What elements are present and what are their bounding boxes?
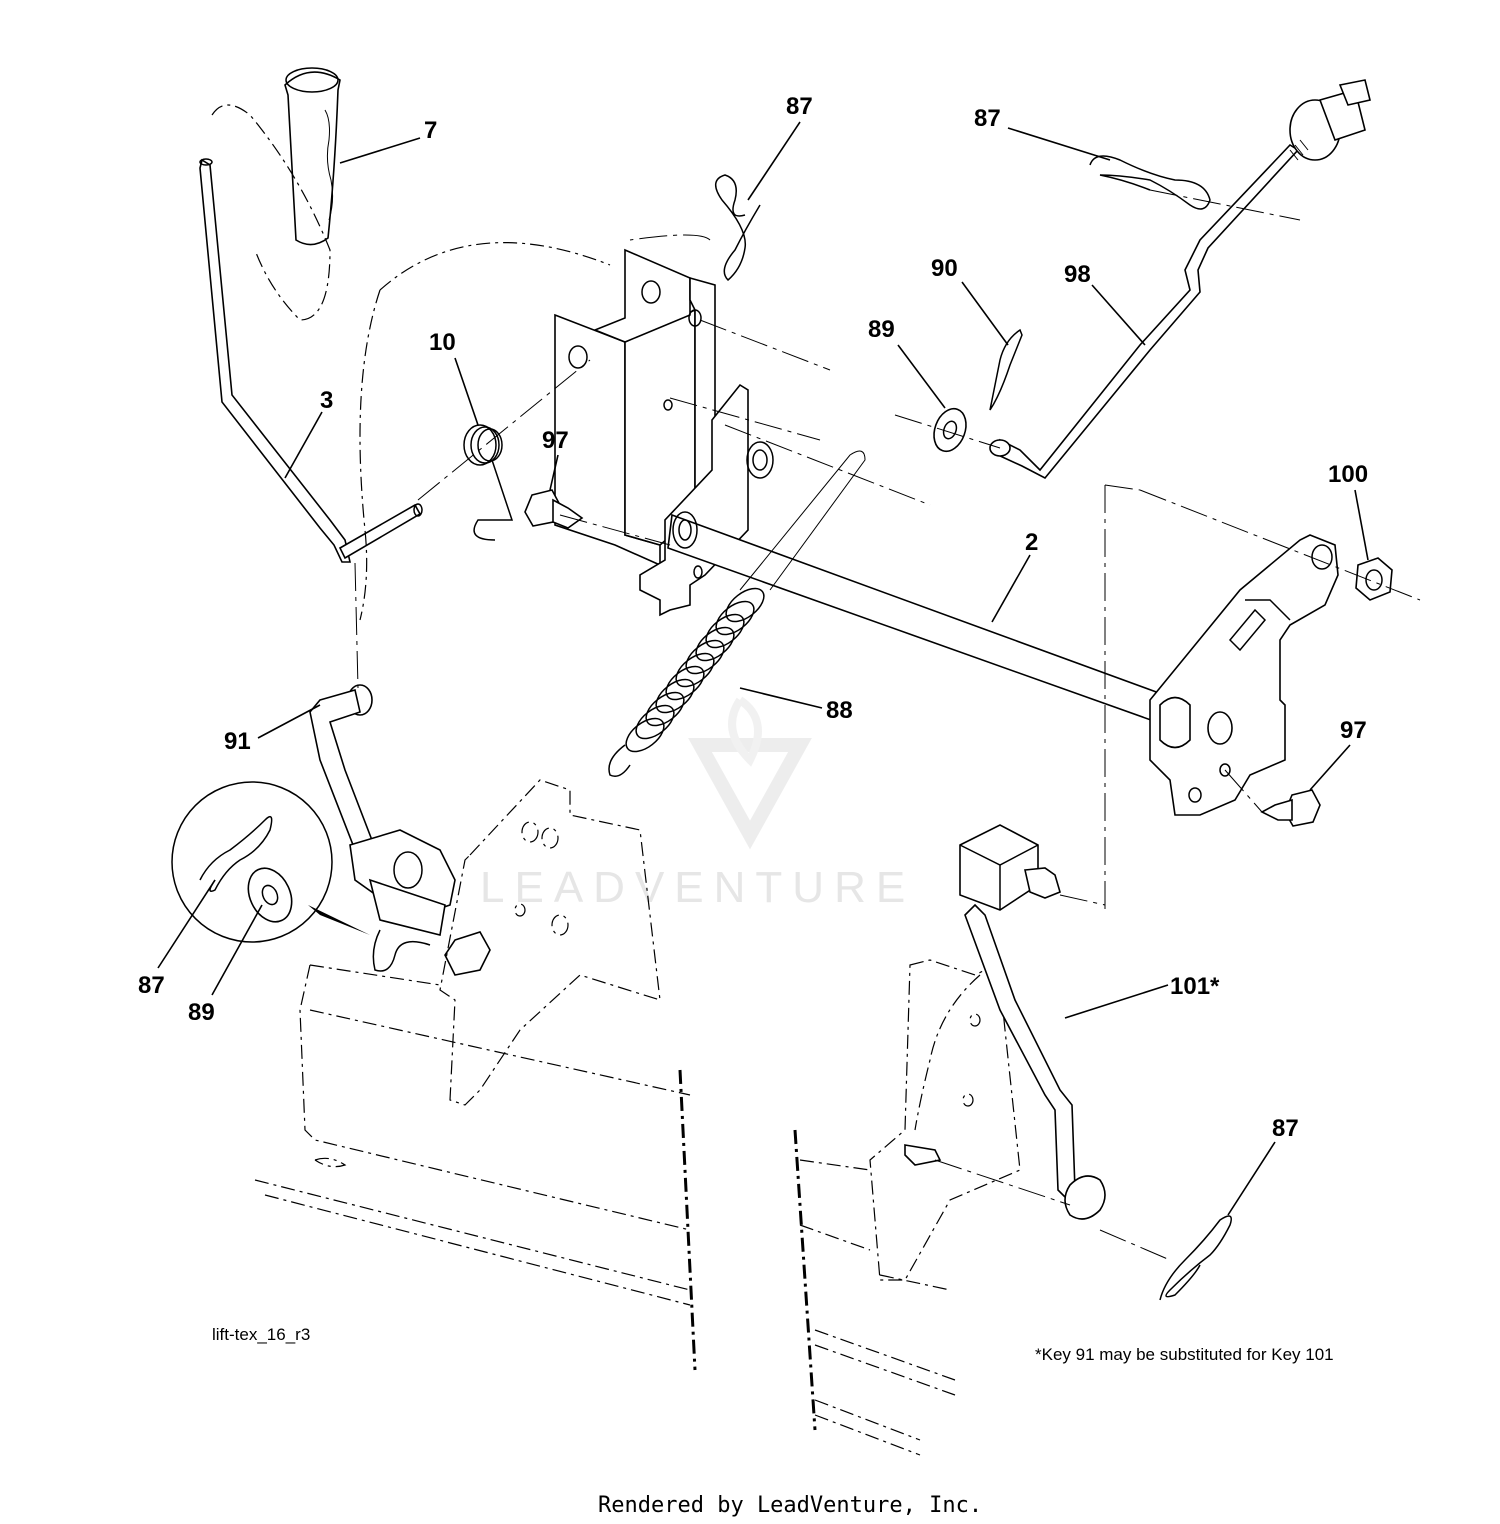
callout-88: 88 [826, 697, 853, 724]
watermark-logo [688, 696, 812, 850]
callout-10: 10 [429, 329, 456, 356]
callout-3: 3 [320, 387, 333, 414]
left-lift-link [309, 684, 491, 976]
mounting-bracket [554, 248, 716, 567]
handle-grip [284, 67, 341, 246]
diagram-id: lift-tex_16_r3 [212, 1325, 310, 1344]
callout-97-right: 97 [1340, 717, 1367, 744]
callout-97-left: 97 [542, 427, 569, 454]
callout-89-upper: 89 [868, 316, 895, 343]
substitution-note: *Key 91 may be substituted for Key 101 [1035, 1345, 1334, 1364]
callout-101: 101* [1170, 973, 1220, 1000]
watermark-text: LEADVENTURE [480, 863, 915, 912]
cotter-pin [989, 328, 1023, 411]
hair-pin-clip-top-right [1089, 155, 1211, 210]
right-lift-link [959, 824, 1106, 1220]
leader-lines [157, 121, 1369, 1216]
lift-lever [199, 158, 423, 563]
detail-circle [171, 781, 370, 943]
lock-nut [1355, 557, 1393, 601]
callout-87-bottom-right: 87 [1272, 1115, 1299, 1142]
callout-87-top: 87 [786, 93, 813, 120]
footer-credit: Rendered by LeadVenture, Inc. [598, 1493, 982, 1518]
flat-washer-upper [933, 407, 967, 453]
hair-pin-clip-top [715, 174, 761, 282]
callout-90: 90 [931, 255, 958, 282]
left-deck-bracket [254, 779, 697, 1371]
hair-pin-clip-bottom-right [1159, 1215, 1232, 1301]
shoulder-bolt-right [1260, 789, 1321, 827]
callout-87-detail: 87 [138, 972, 165, 999]
shoulder-bolt-left [524, 489, 584, 529]
assembly-line-lever [211, 104, 331, 321]
callout-91: 91 [224, 728, 251, 755]
callout-98: 98 [1064, 261, 1091, 288]
torsion-spring [463, 424, 514, 541]
callout-87-top-right: 87 [974, 105, 1001, 132]
callout-100: 100 [1328, 461, 1368, 488]
callout-89-detail: 89 [188, 999, 215, 1026]
extension-spring [608, 450, 866, 777]
right-deck-bracket [793, 959, 1021, 1456]
callout-7: 7 [424, 117, 437, 144]
link-rod [989, 79, 1371, 480]
lift-arm-right [1149, 534, 1339, 816]
assembly-lines [354, 189, 1421, 1261]
callout-2: 2 [1025, 529, 1038, 556]
